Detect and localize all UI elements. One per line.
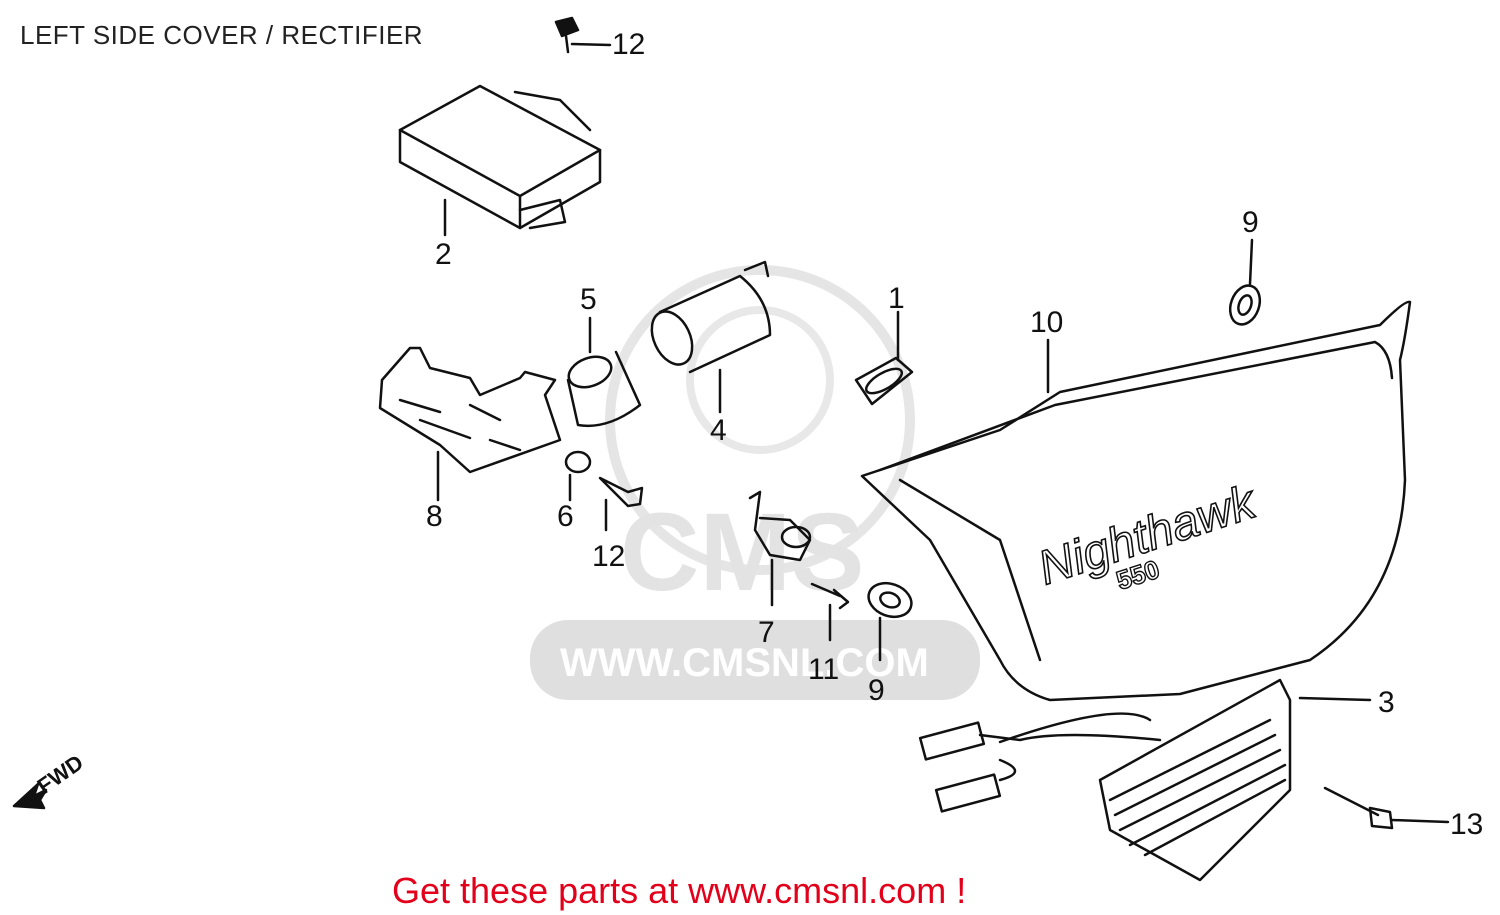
parts-banner-link[interactable]: Get these parts at www.cmsnl.com ! — [392, 870, 967, 911]
watermark-logo: CMS WWW.CMSNL.COM — [530, 265, 980, 700]
callout-5: 5 — [580, 283, 597, 316]
sleeve-5 — [566, 316, 642, 427]
callout-6: 6 — [557, 500, 574, 533]
callout-10: 10 — [1030, 306, 1064, 339]
callout-12-top: 12 — [612, 28, 646, 61]
callout-3: 3 — [1378, 686, 1395, 719]
callout-12-mid: 12 — [592, 540, 626, 573]
grommet-6 — [564, 450, 592, 502]
grommet-1 — [854, 310, 914, 406]
callout-1: 1 — [888, 282, 905, 315]
watermark-logo-text: CMS — [620, 491, 864, 614]
callout-9-top: 9 — [1242, 206, 1259, 239]
bolt-12-mid — [598, 476, 644, 532]
grommet-9-top — [1228, 238, 1262, 326]
diagram-title: LEFT SIDE COVER / RECTIFIER — [20, 20, 424, 50]
side-cover-10 — [860, 300, 1412, 702]
callout-7: 7 — [758, 616, 775, 649]
rectifier-3 — [918, 678, 1372, 882]
fwd-arrow-icon — [12, 782, 48, 810]
cdi-unit-2 — [398, 84, 602, 237]
bracket-8 — [378, 346, 562, 502]
watermark-url: WWW.CMSNL.COM — [560, 641, 929, 685]
callout-8: 8 — [426, 500, 443, 533]
callout-11: 11 — [808, 653, 840, 686]
callout-2: 2 — [435, 238, 452, 271]
coil-4 — [650, 260, 772, 414]
callout-13: 13 — [1450, 808, 1484, 841]
grommet-9-bottom — [867, 581, 913, 662]
bolt-13 — [1323, 786, 1450, 830]
switch-7 — [748, 490, 812, 607]
callout-4: 4 — [710, 414, 727, 447]
screw-11 — [810, 582, 850, 642]
bolt-12-top — [554, 16, 612, 54]
callout-9-bottom: 9 — [868, 674, 885, 707]
